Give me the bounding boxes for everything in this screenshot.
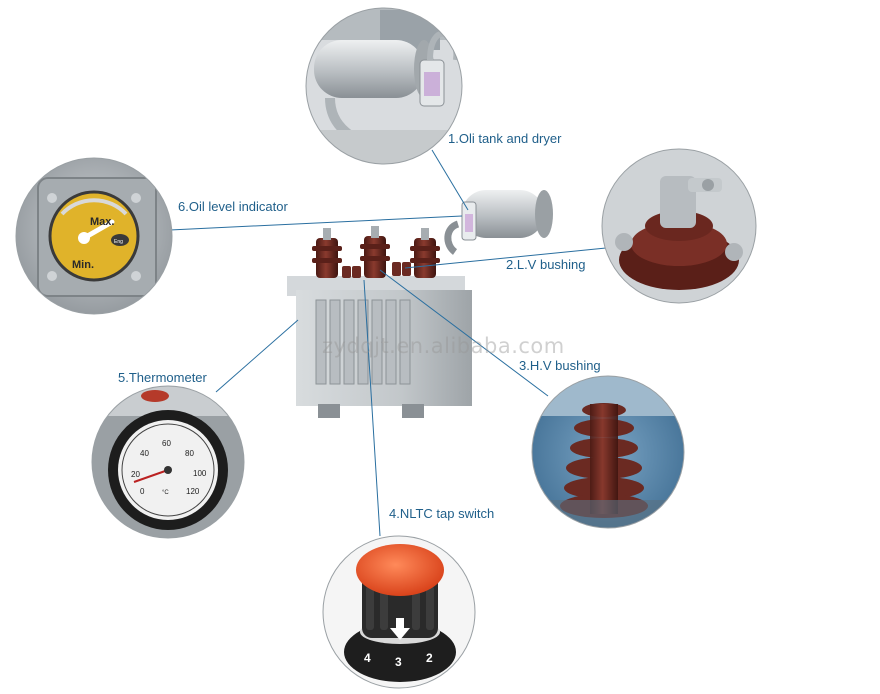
photo-hv-bushing [531, 375, 685, 529]
label-oil-tank-dryer: 1.Oli tank and dryer [448, 131, 562, 146]
leader-line-hv [379, 269, 549, 397]
photo-oil-level-indicator: Max. Min. Eng [15, 157, 173, 315]
lv-bushings [342, 262, 411, 278]
tap-position-label: 2 [426, 651, 433, 665]
tap-position-label: 3 [395, 655, 402, 669]
leader-line-oil [169, 215, 463, 231]
hv-bushings [312, 226, 440, 278]
leader-line-tank [431, 149, 469, 211]
leader-line-thermo [215, 319, 299, 393]
label-lv-bushing: 2.L.V bushing [506, 257, 586, 272]
label-hv-bushing: 3.H.V bushing [519, 358, 601, 373]
thermometer-unit: °C [162, 490, 169, 496]
tap-switch-positions: 4 3 2 [364, 651, 433, 669]
photo-thermometer: 0 20 40 60 80 100 120 °C [91, 385, 245, 539]
leader-lines [169, 149, 607, 537]
tank-foot [402, 404, 424, 418]
thermometer-tick: 80 [185, 449, 194, 458]
leader-line-lv [404, 247, 607, 269]
thermometer-tick: 100 [193, 469, 207, 478]
conservator-tank [444, 190, 553, 255]
photo-lv-bushing [601, 148, 757, 304]
leader-line-tap [363, 279, 381, 537]
thermometer-tick: 40 [140, 449, 149, 458]
label-nltc-tap-switch: 4.NLTC tap switch [389, 506, 495, 521]
thermometer-tick: 60 [162, 439, 171, 448]
oil-gauge-max-label: Max. [90, 216, 114, 228]
tank-foot [318, 404, 340, 418]
thermometer-tick: 120 [186, 487, 200, 496]
oil-gauge-min-label: Min. [72, 259, 94, 271]
tap-position-label: 4 [364, 651, 371, 665]
oil-gauge-indicator-label: Eng [114, 239, 123, 245]
thermometer-tick: 20 [131, 470, 140, 479]
label-oil-level-indicator: 6.Oil level indicator [178, 199, 288, 214]
watermark-text: zydqjt.en.alibaba.com [322, 334, 565, 358]
radiator-fins [315, 299, 411, 385]
label-thermometer: 5.Thermometer [118, 370, 207, 385]
photo-oil-tank-dryer [305, 7, 463, 165]
photo-nltc-tap-switch: 4 3 2 [322, 535, 476, 689]
thermometer-scale: 0 20 40 60 80 100 120 °C [131, 439, 207, 496]
thermometer-tick: 0 [140, 487, 145, 496]
transformer-illustration [287, 190, 553, 418]
